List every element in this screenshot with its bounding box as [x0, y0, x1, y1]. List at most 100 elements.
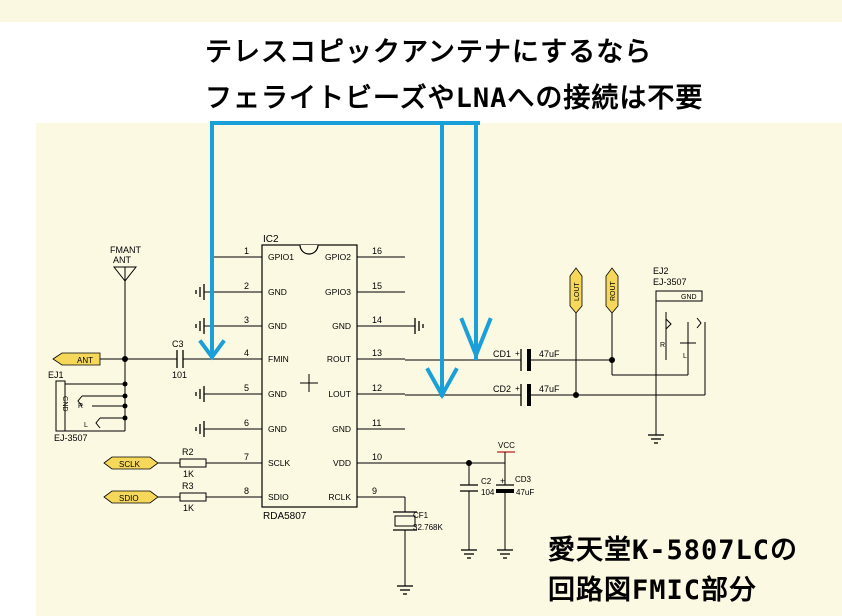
svg-text:+: + [515, 384, 520, 393]
ic-pin-name: VDD [333, 458, 351, 468]
ic-pin-name: ROUT [327, 354, 351, 364]
ic-pin-name: GND [268, 321, 287, 331]
ic-pin-name: GPIO2 [325, 252, 351, 262]
r3-ref: R3 [182, 481, 194, 491]
fm-antenna: FMANT ANT [110, 245, 141, 359]
r2-value: 1K [183, 469, 194, 479]
capacitor-cd3: + CD3 47uF [496, 475, 534, 497]
ic-pin-name: SDIO [268, 492, 289, 502]
lout-port: LOUT [569, 267, 583, 314]
ic-pin-number: 2 [244, 281, 249, 291]
ic-pin-number: 1 [244, 246, 249, 256]
r3-value: 1K [183, 503, 194, 513]
sclk-port: SCLK [103, 456, 159, 470]
ej1-l: L [84, 422, 88, 429]
fmant-label: FMANT [110, 245, 141, 255]
schematic-background [36, 123, 842, 616]
ic-pin-number: 8 [244, 486, 249, 496]
ic-pin-number: 6 [244, 418, 249, 428]
arrow-head-rout [459, 317, 493, 361]
c2-value: 104 [481, 488, 495, 497]
top-band [0, 0, 842, 22]
lout-port-label: LOUT [574, 282, 581, 301]
ic-pin-name: GND [268, 424, 287, 434]
ic-pin-name: SCLK [268, 458, 291, 468]
cd3-value: 47uF [516, 488, 534, 497]
ej1-part: EJ-3507 [54, 433, 88, 443]
caption-line-2: 回路図FMIC部分 [548, 575, 758, 606]
ic-pin-number: 3 [244, 315, 249, 325]
ground-symbol [195, 420, 215, 438]
ground-symbol [496, 539, 514, 559]
r2-ref: R2 [182, 447, 194, 457]
cf1-value: 32.768K [413, 523, 443, 532]
ground-symbol [405, 318, 424, 334]
ic-pin-name: GND [268, 287, 287, 297]
c3-value: 101 [172, 370, 187, 380]
ic-pin-name: RCLK [328, 492, 351, 502]
ground-symbol [396, 575, 414, 595]
cd2-value: 47uF [539, 384, 560, 394]
sdio-port: SDIO [103, 490, 159, 504]
arrow-head-fmin [198, 339, 226, 361]
ic-pin-number: 14 [372, 315, 382, 325]
ic-pin-number: 13 [372, 348, 382, 358]
rout-port: ROUT [605, 267, 619, 314]
ej2-part: EJ-3507 [653, 277, 687, 287]
ground-symbol [195, 385, 215, 403]
ic-pin-number: 5 [244, 383, 249, 393]
ic-pin-number: 12 [372, 383, 382, 393]
ic-pin-name: FMIN [268, 354, 289, 364]
ant-label: ANT [113, 255, 132, 265]
ic-pin-name: GND [268, 389, 287, 399]
ic-pin-number: 7 [244, 452, 249, 462]
ic-pin-number: 11 [372, 418, 381, 428]
annotation-arrows [198, 121, 493, 400]
crystal-cf1: CF1 32.768K [393, 511, 443, 532]
c3-ref: C3 [172, 339, 184, 349]
ej2-ref: EJ2 [653, 266, 669, 276]
cd3-ref: CD3 [515, 475, 532, 484]
caption-line-1: 愛天堂K-5807LCの [548, 535, 799, 566]
ic-rda5807: IC2 RDA5807 [261, 234, 358, 522]
capacitor-c3: C3 101 [172, 339, 188, 380]
ic-pin-name: GPIO3 [325, 287, 351, 297]
cd2-ref: CD2 [493, 384, 511, 394]
ic-pin-number: 4 [244, 348, 249, 358]
ej1-ref: EJ1 [48, 370, 64, 380]
ej2-l: L [683, 353, 687, 360]
capacitor-c2: C2 104 [460, 477, 495, 497]
vcc-symbol: VCC [497, 441, 515, 463]
sclk-port-label: SCLK [119, 460, 141, 469]
cd3-plus: + [500, 476, 505, 486]
ic-pin-number: 10 [372, 452, 382, 462]
ej1-r: R [78, 403, 83, 410]
c2-ref: C2 [481, 477, 492, 486]
resistor-r2: R2 1K [179, 447, 207, 479]
ground-symbol [647, 424, 665, 444]
ant-port: ANT [52, 352, 101, 366]
ej1-gnd: GND [61, 396, 68, 412]
ej2-gnd: GND [681, 294, 697, 301]
ic-ref: IC2 [263, 234, 279, 245]
resistor-r3: R3 1K [179, 481, 207, 513]
sdio-port-label: SDIO [119, 494, 139, 503]
cf1-ref: CF1 [413, 511, 429, 520]
ic-pin-name: GPIO1 [268, 252, 294, 262]
ic-pin-name: LOUT [328, 389, 351, 399]
ic-pin-number: 15 [372, 281, 382, 291]
ground-symbol [460, 539, 478, 559]
jack-ej2: EJ2 EJ-3507 GND R L [653, 266, 706, 425]
cd1-ref: CD1 [493, 349, 511, 359]
ic-pin-name: GND [332, 321, 351, 331]
ic-pin-name: GND [332, 424, 351, 434]
ej2-r: R [660, 342, 665, 349]
ant-port-label: ANT [77, 356, 93, 365]
ic-part: RDA5807 [263, 511, 307, 522]
ic-pin-number: 9 [372, 486, 377, 496]
annotation-line-1: テレスコピックアンテナにするなら [205, 37, 653, 68]
annotation-line-2: フェライトビーズやLNAへの接続は不要 [205, 83, 704, 114]
vcc-label: VCC [498, 441, 515, 450]
rout-port-label: ROUT [610, 280, 617, 301]
